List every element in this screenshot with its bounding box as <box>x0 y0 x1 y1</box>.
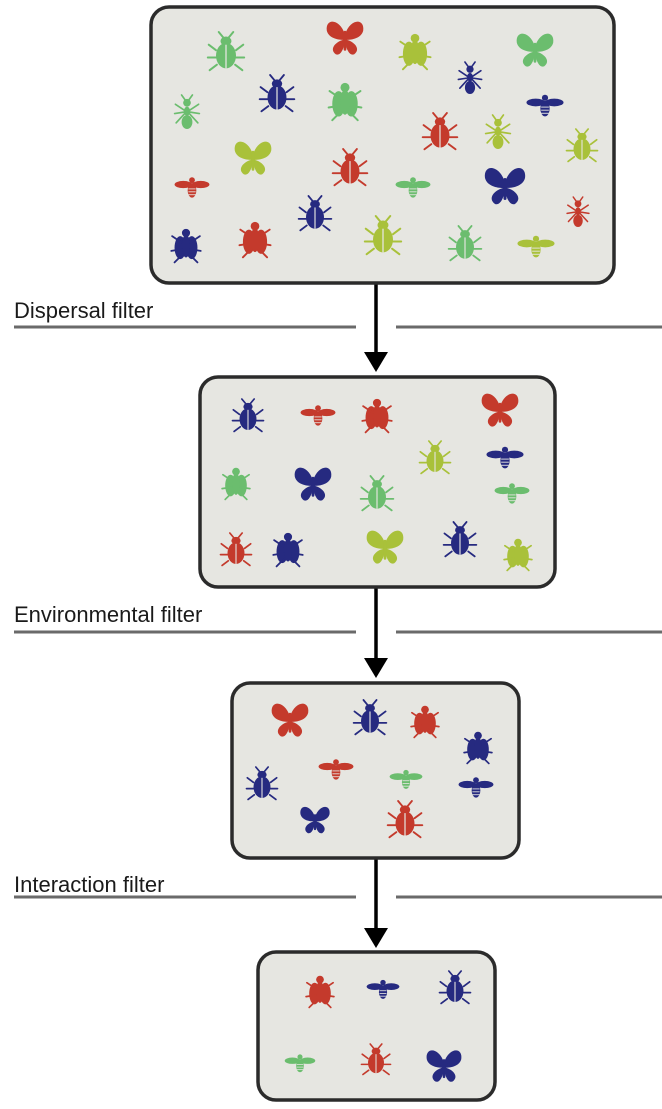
bee-icon <box>318 759 354 780</box>
beetle-icon <box>219 532 253 567</box>
ant-icon <box>566 196 590 227</box>
beetle-icon <box>359 475 395 512</box>
fly-icon <box>463 731 493 765</box>
bee-icon <box>284 1054 316 1073</box>
beetle-icon <box>297 195 333 232</box>
beetle-icon <box>421 112 459 151</box>
ant-icon <box>484 114 512 149</box>
butterfly-icon <box>234 141 272 175</box>
bee-icon <box>486 446 524 469</box>
beetle-icon <box>447 225 483 262</box>
bee-icon <box>526 94 564 117</box>
bee-icon <box>389 769 423 789</box>
community-panel-after-environment <box>230 681 521 860</box>
beetle-icon <box>363 214 403 256</box>
fly-icon <box>221 467 251 501</box>
beetle-icon <box>565 128 599 163</box>
dispersal-filter-label: Dispersal filter <box>14 298 154 323</box>
butterfly-icon <box>484 167 526 205</box>
panel-box <box>149 5 616 285</box>
butterfly-icon <box>366 530 404 564</box>
beetle-icon <box>245 766 279 801</box>
fly-icon <box>361 398 393 434</box>
ant-icon <box>457 61 483 94</box>
fly-icon <box>503 538 533 572</box>
fly-icon <box>238 221 272 259</box>
bee-icon <box>458 777 494 798</box>
butterfly-icon <box>294 467 332 501</box>
flow-arrowhead-3 <box>364 928 388 948</box>
butterfly-icon <box>300 806 330 834</box>
beetle-icon <box>438 970 472 1005</box>
community-panel-local-community <box>256 950 497 1102</box>
beetle-icon <box>386 800 424 839</box>
bee-icon <box>174 177 210 198</box>
beetle-icon <box>206 30 246 72</box>
beetle-icon <box>258 74 296 113</box>
bee-icon <box>300 405 336 426</box>
community-panel-after-dispersal <box>198 375 557 589</box>
butterfly-icon <box>271 703 309 737</box>
fly-icon <box>170 228 202 264</box>
butterfly-icon <box>326 21 364 55</box>
bee-icon <box>494 483 530 504</box>
flow-arrowhead-2 <box>364 658 388 678</box>
bee-icon <box>517 235 555 258</box>
community-panel-regional-pool <box>149 5 616 285</box>
beetle-icon <box>360 1043 392 1076</box>
fly-icon <box>305 975 335 1009</box>
environmental-filter-label: Environmental filter <box>14 602 203 627</box>
interaction-filter-label: Interaction filter <box>14 872 165 897</box>
bee-icon <box>366 979 400 999</box>
beetle-icon <box>442 521 478 558</box>
beetle-icon <box>418 440 452 475</box>
fly-icon <box>272 532 304 568</box>
ant-icon <box>173 94 201 129</box>
flow-arrowhead-1 <box>364 352 388 372</box>
beetle-icon <box>352 699 388 736</box>
beetle-icon <box>231 398 265 433</box>
butterfly-icon <box>481 393 519 427</box>
butterfly-icon <box>516 33 554 67</box>
beetle-icon <box>331 148 369 187</box>
fly-icon <box>410 705 440 739</box>
fly-icon <box>327 82 363 122</box>
butterfly-icon <box>426 1050 462 1082</box>
bee-icon <box>395 177 431 198</box>
fly-icon <box>398 33 432 71</box>
